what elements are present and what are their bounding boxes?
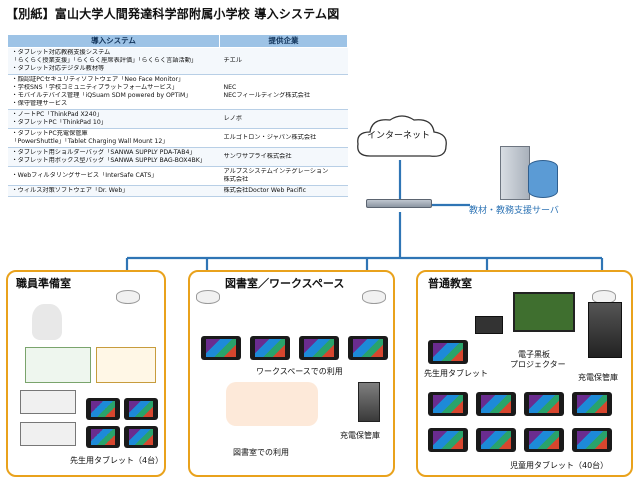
vendor-line: レノボ: [223, 115, 243, 122]
vendor-line: 株式会社: [223, 176, 249, 183]
tablet-icon: [124, 398, 158, 420]
header-vendor: 提供企業: [219, 34, 348, 48]
system-line: ・タブレットPC「ThinkPad 10」: [11, 119, 108, 126]
vendor-cell: 株式会社Doctor Web Pacific: [219, 185, 348, 197]
table-row: ・Webフィルタリングサービス「InterSafe CATS」 アルプスシステムイ…: [7, 166, 348, 186]
tablet-icon: [86, 426, 120, 448]
system-cell: ・ノートPC「ThinkPad X240」・タブレットPC「ThinkPad 1…: [7, 109, 220, 129]
workspace-label: ワークスペースでの利用: [256, 367, 343, 376]
tablet-icon: [428, 428, 468, 452]
system-line: ・ノートPC「ThinkPad X240」: [11, 111, 103, 118]
system-table: 導入システム 提供企業 ・タブレット対応教務支援システム「らくらく授業支援」「ら…: [7, 34, 348, 197]
internet-label: インターネット: [367, 131, 431, 141]
system-cell: ・タブレット対応教務支援システム「らくらく授業支援」「らくらく座席表評価」「らく…: [7, 47, 220, 75]
laptop-icon: [20, 390, 76, 414]
teacher-person-icon: [32, 304, 62, 340]
system-line: ・モバイルデバイス管理「iQSuam SDM powered by OPTiM」: [11, 92, 192, 99]
electronic-whiteboard-icon: [513, 292, 575, 332]
system-line: ・タブレット対応デジタル教材等: [11, 65, 105, 72]
tablet-icon: [524, 428, 564, 452]
library-charger-label: 充電保管庫: [340, 431, 380, 440]
tablet-icon: [201, 336, 241, 360]
system-line: ・タブレットPC充電保管庫: [11, 130, 88, 137]
access-point-icon: [362, 290, 386, 304]
library-use-label: 図書室での利用: [233, 448, 289, 457]
server-label: 教材・教務支援サーバ: [469, 206, 559, 216]
system-line: ・タブレット用ボックス型バッグ「SANWA SUPPLY BAG-BOX4BK」: [11, 157, 206, 164]
students-illustration: [226, 382, 318, 426]
network-switch-icon: [366, 199, 432, 208]
tablet-icon: [428, 392, 468, 416]
server-icon: [500, 146, 530, 200]
internet-cloud-icon: [357, 115, 447, 157]
projector-label: プロジェクター: [510, 360, 566, 369]
system-line: 「らくらく授業支援」「らくらく座席表評価」「らくらく言語活動」: [11, 57, 198, 64]
vendor-line: アルプスシステムインテグレーション: [223, 168, 329, 175]
system-cell: ・Webフィルタリングサービス「InterSafe CATS」: [7, 166, 220, 186]
student-tablets-label: 児童用タブレット（40台）: [510, 461, 609, 470]
table-row: ・タブレットPC充電保管庫「PowerShuttle」「Tablet Charg…: [7, 128, 348, 148]
monitor-screen-left: [25, 347, 91, 383]
vendor-cell: エルゴトロン・ジャパン株式会社: [219, 128, 348, 148]
system-cell: ・ウィルス対策ソフトウェア「Dr. Web」: [7, 185, 220, 197]
table-row: ・タブレット用ショルダーバッグ「SANWA SUPPLY PDA-TAB4」・タ…: [7, 147, 348, 167]
board-label: 電子黒板: [518, 350, 550, 359]
system-cell: ・タブレット用ショルダーバッグ「SANWA SUPPLY PDA-TAB4」・タ…: [7, 147, 220, 167]
room-library-title: 図書室／ワークスペース: [225, 277, 345, 290]
tablet-icon: [86, 398, 120, 420]
system-line: ・Webフィルタリングサービス「InterSafe CATS」: [11, 172, 158, 179]
tablet-icon: [572, 428, 612, 452]
vendor-cell: アルプスシステムインテグレーション株式会社: [219, 166, 348, 186]
vendor-cell: チエル: [219, 47, 348, 75]
room-library: [188, 270, 395, 477]
vendor-line: エルゴトロン・ジャパン株式会社: [223, 134, 317, 141]
header-system: 導入システム: [7, 34, 220, 48]
charging-cabinet-icon: [588, 302, 622, 358]
monitor-screen-right: [96, 347, 156, 383]
room-staff-title: 職員準備室: [16, 277, 71, 290]
tablet-icon: [348, 336, 388, 360]
access-point-icon: [116, 290, 140, 304]
access-point-icon: [196, 290, 220, 304]
table-row: ・顔認証PCセキュリティソフトウェア「Neo Face Monitor」・学校S…: [7, 74, 348, 110]
system-line: 「PowerShuttle」「Tablet Charging Wall Moun…: [11, 138, 169, 145]
system-line: ・タブレット用ショルダーバッグ「SANWA SUPPLY PDA-TAB4」: [11, 149, 196, 156]
system-line: ・学校SNS「学校コミュニティプラットフォームサービス」: [11, 84, 179, 91]
class-charger-label: 充電保管庫: [578, 373, 618, 382]
system-line: ・保守管理サービス: [11, 100, 68, 107]
tablet-icon: [524, 392, 564, 416]
system-line: ・顔認証PCセキュリティソフトウェア「Neo Face Monitor」: [11, 76, 185, 83]
laptop-icon: [20, 422, 76, 446]
tablet-icon: [250, 336, 290, 360]
staff-tablets-label: 先生用タブレット（4台）: [70, 456, 164, 465]
tablet-icon: [572, 392, 612, 416]
charging-cabinet-icon: [358, 382, 380, 422]
table-row: ・タブレット対応教務支援システム「らくらく授業支援」「らくらく座席表評価」「らく…: [7, 47, 348, 75]
page-title: 【別紙】富山大学人間発達科学部附属小学校 導入システム図: [6, 7, 340, 21]
tablet-icon: [428, 340, 468, 364]
system-line: ・ウィルス対策ソフトウェア「Dr. Web」: [11, 187, 129, 194]
system-cell: ・タブレットPC充電保管庫「PowerShuttle」「Tablet Charg…: [7, 128, 220, 148]
vendor-cell: レノボ: [219, 109, 348, 129]
vendor-line: チエル: [223, 57, 243, 64]
laptop-icon: [475, 316, 503, 334]
vendor-line: NECフィールディング株式会社: [223, 92, 311, 99]
vendor-line: 株式会社Doctor Web Pacific: [223, 187, 307, 194]
class-teacher-label: 先生用タブレット: [424, 369, 488, 378]
room-classroom-title: 普通教室: [428, 277, 472, 290]
vendor-line: サンワサプライ株式会社: [223, 153, 292, 160]
tablet-icon: [476, 428, 516, 452]
table-body: ・タブレット対応教務支援システム「らくらく授業支援」「らくらく座席表評価」「らく…: [7, 47, 348, 197]
vendor-cell: サンワサプライ株式会社: [219, 147, 348, 167]
vendor-line: NEC: [223, 84, 237, 91]
table-row: ・ノートPC「ThinkPad X240」・タブレットPC「ThinkPad 1…: [7, 109, 348, 129]
tablet-icon: [299, 336, 339, 360]
tablet-icon: [124, 426, 158, 448]
system-cell: ・顔認証PCセキュリティソフトウェア「Neo Face Monitor」・学校S…: [7, 74, 220, 110]
tablet-icon: [476, 392, 516, 416]
database-icon: [528, 160, 558, 198]
system-line: ・タブレット対応教務支援システム: [11, 49, 111, 56]
table-row: ・ウィルス対策ソフトウェア「Dr. Web」 株式会社Doctor Web Pac…: [7, 185, 348, 197]
